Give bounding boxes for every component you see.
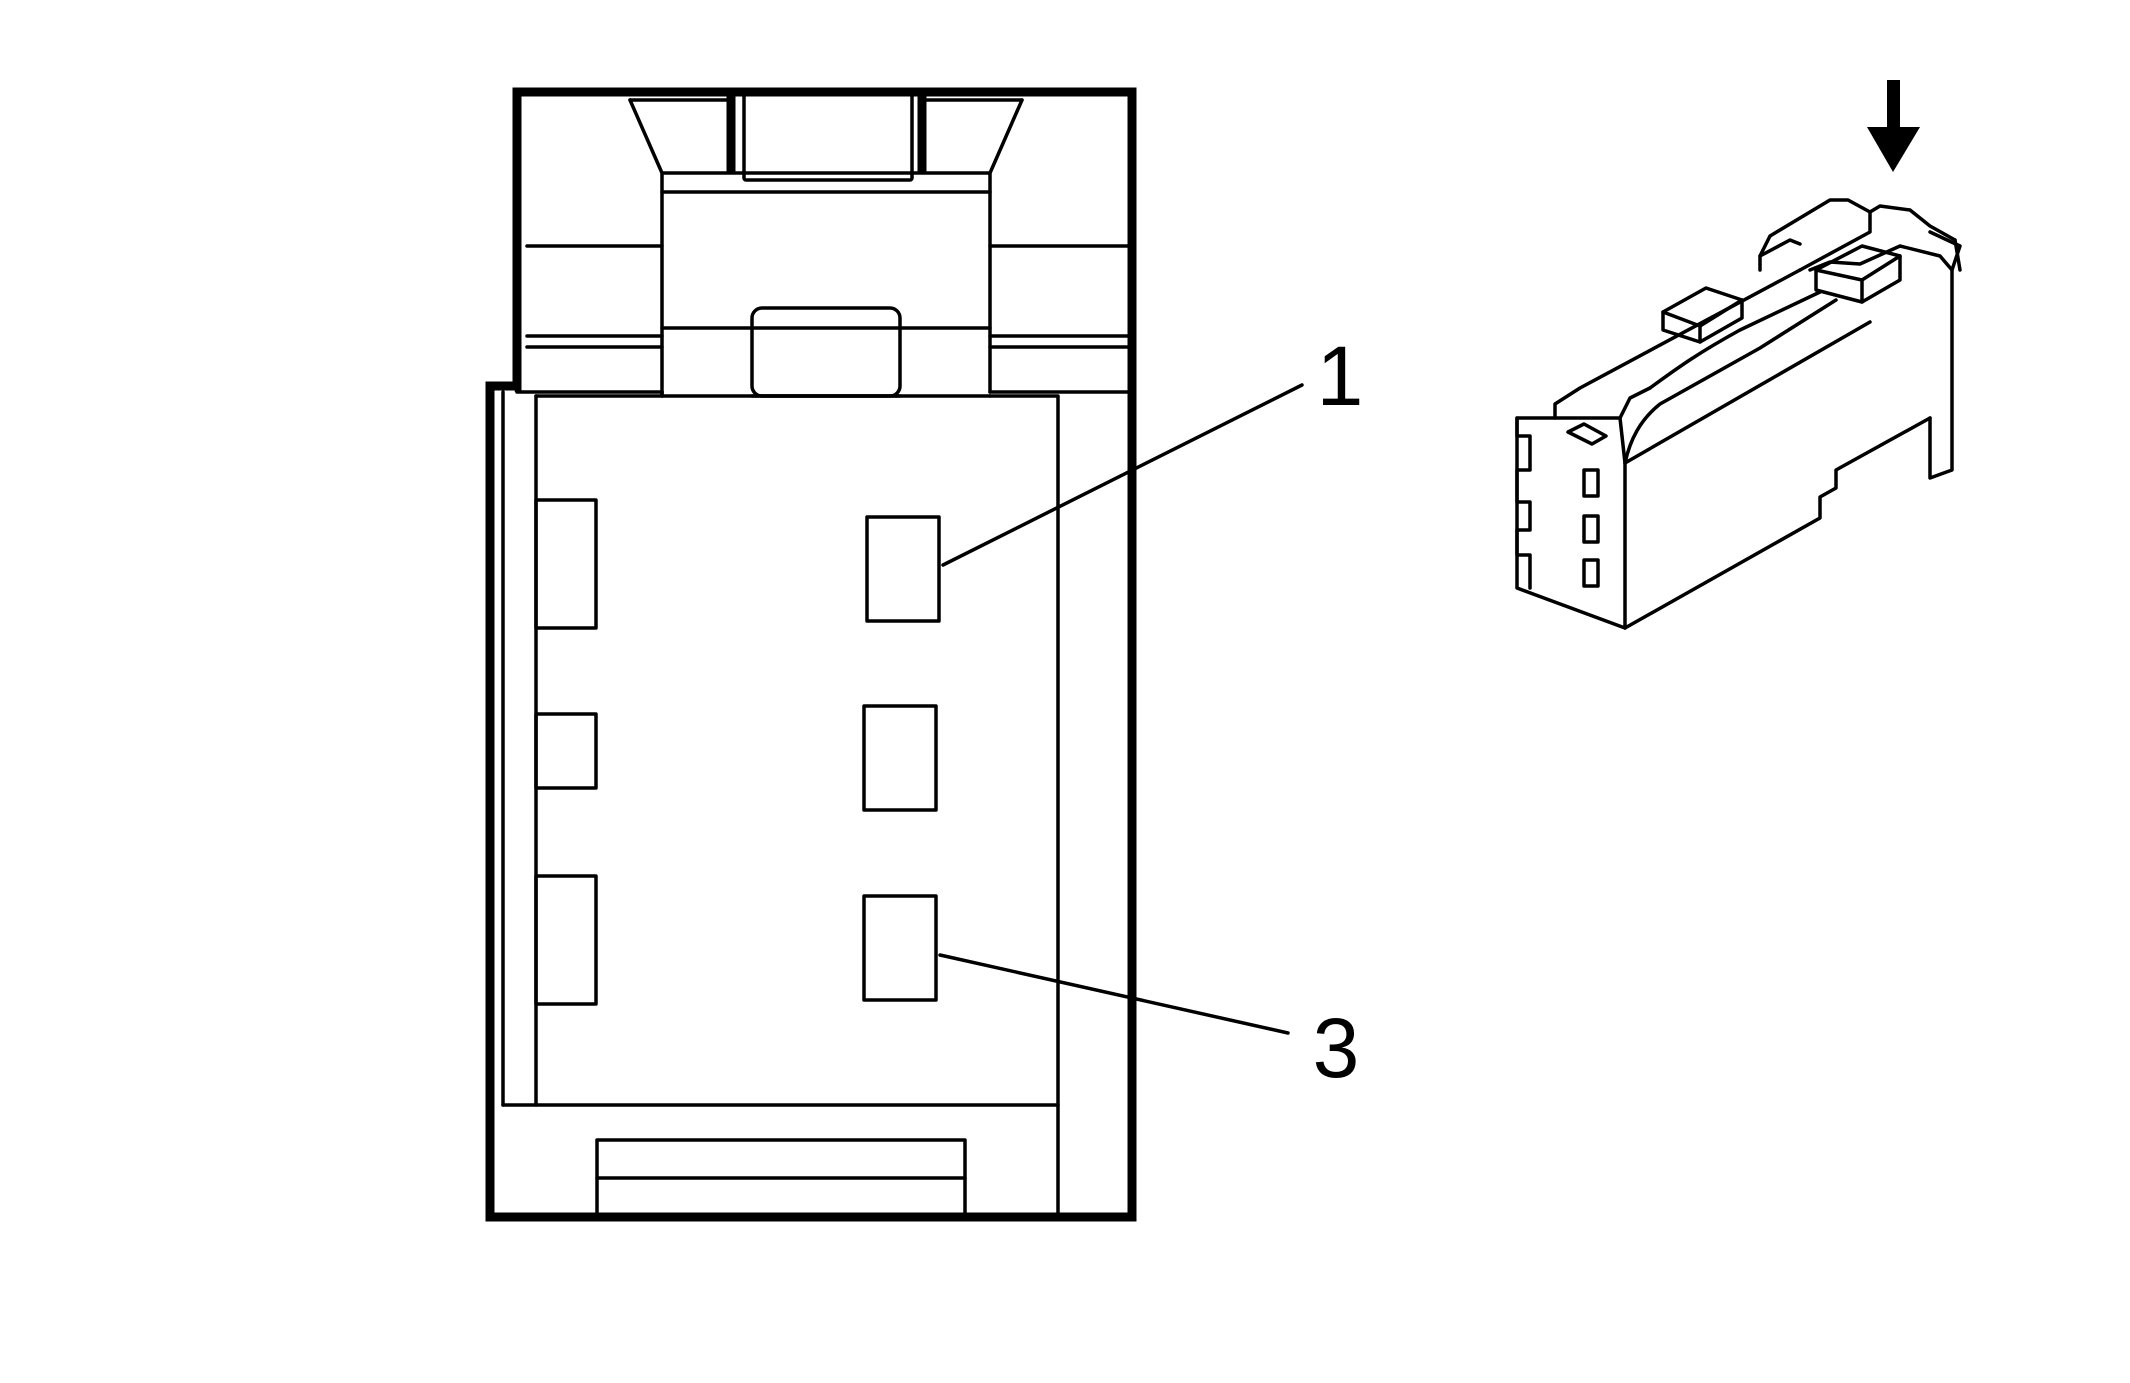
terminal-cavity-2: [862, 704, 938, 812]
callout-leader-1: [941, 383, 1304, 567]
callout-leader-3: [938, 953, 1290, 1035]
side-notches: [534, 498, 598, 1006]
isometric-body: [1515, 198, 1962, 630]
callout-label-1: 1: [1317, 329, 1364, 423]
terminal-cavities: [862, 515, 941, 1002]
connector-isometric-view: [1515, 80, 1962, 630]
side-notch-upper: [534, 498, 598, 630]
top-latch-tab: [742, 90, 914, 182]
side-notch-middle: [534, 712, 598, 790]
connector-face-view: 1 3: [485, 87, 1364, 1222]
lock-window: [750, 306, 902, 398]
side-notch-lower: [534, 874, 598, 1006]
terminal-cavity-1: [865, 515, 941, 623]
terminal-cavity-3: [862, 894, 938, 1002]
bottom-slot: [595, 1138, 967, 1219]
latch-housing: [514, 90, 1130, 398]
connector-outer-outline: [485, 87, 1137, 1222]
down-arrow-icon: [1867, 80, 1920, 172]
callout-label-3: 3: [1313, 1001, 1360, 1095]
